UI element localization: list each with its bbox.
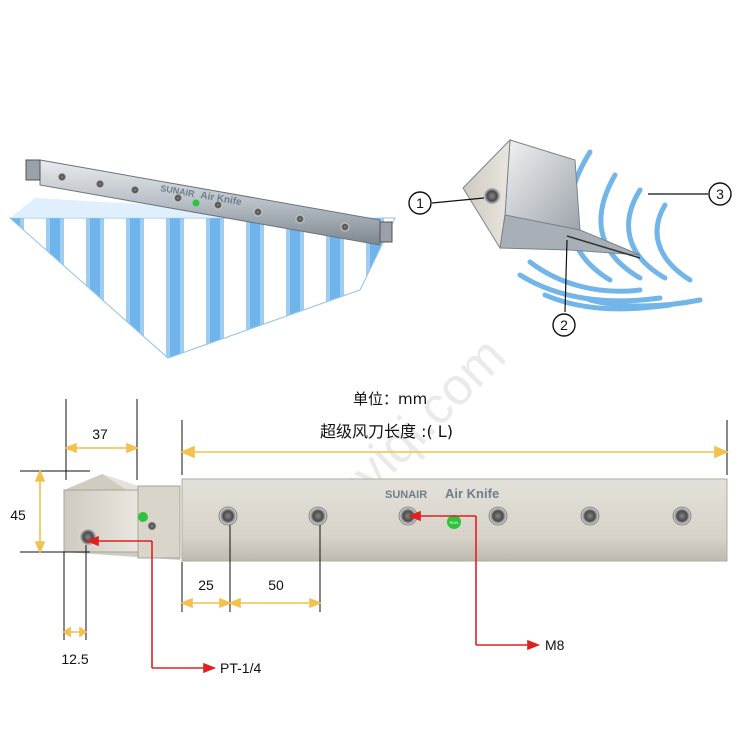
end-led-icon [138,512,148,522]
body-led-label: RUN [450,520,459,525]
svg-text:1: 1 [416,195,424,211]
airflow-sheet [8,217,396,359]
body-brand-logo: SUNAIR [385,489,427,501]
inlet-port-icon [483,187,501,205]
bolt-thread-label: M8 [545,637,565,653]
product-photo: SUNAIR Air Knife [8,159,396,359]
svg-text:2: 2 [560,317,568,333]
body-led-icon [447,515,461,529]
air-knife-bar: SUNAIR Air Knife [25,159,393,246]
dimension-values: 37 45 25 50 12.5 [10,426,284,667]
bar-bolt-icons [57,172,350,232]
airflow-arcs [517,149,703,312]
dimension-lines [20,399,730,640]
svg-text:3: 3 [716,186,724,202]
dim-first-hole-offset: 25 [198,577,214,593]
units-label: 单位：mm [353,390,427,408]
callout-3: 3 [648,182,732,206]
end-bolt-icon [147,521,157,531]
main-body: SUNAIR Air Knife RUN [181,478,728,562]
body-brand-product: Air Knife [445,486,499,501]
callout-1: 1 [408,191,485,215]
dim-height: 45 [10,507,26,523]
callout-2: 2 [552,239,576,337]
port-pointers [85,510,541,674]
air-knife-profile [462,138,641,259]
dim-inlet-offset: 12.5 [61,651,88,667]
profile-illustration: 1 2 3 [408,138,732,337]
length-label: 超级风刀长度 :( L) [320,422,453,441]
bar-led-icon [192,199,200,207]
dim-width: 37 [92,426,108,442]
dim-hole-pitch: 50 [268,577,284,593]
end-view [63,474,181,560]
inlet-port-label: PT-1/4 [220,660,261,676]
